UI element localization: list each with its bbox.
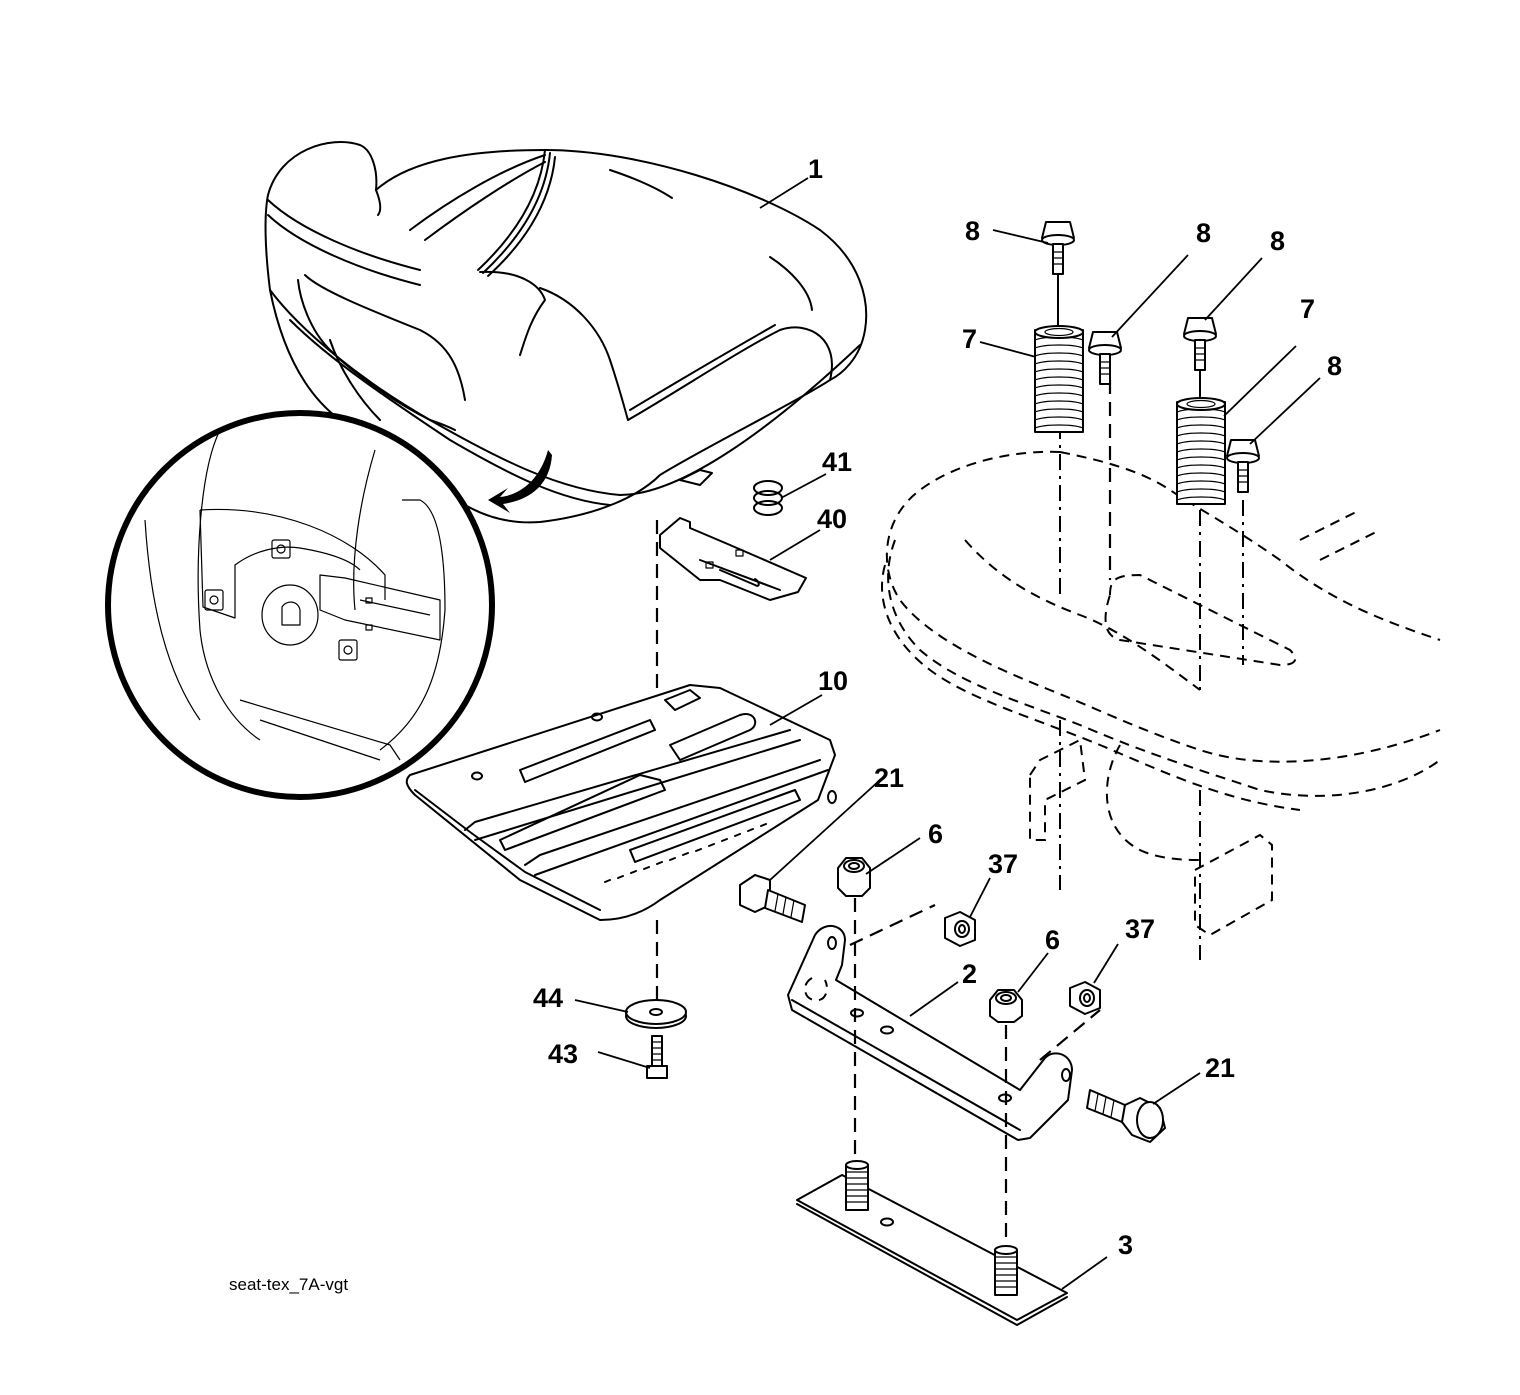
- callout-washer: 44: [533, 983, 563, 1013]
- callout-bolt-b: 8: [1196, 218, 1211, 248]
- bracket-part: [787, 925, 1073, 1141]
- locknut-b-part: [989, 989, 1023, 1023]
- callout-shoulder-bolt-right: 21: [1205, 1053, 1235, 1083]
- small-spring-part: [753, 480, 783, 516]
- stud-right: [994, 1245, 1018, 1296]
- callout-shoulder-bolt-left: 21: [874, 763, 904, 793]
- callout-bolt-a: 8: [965, 216, 980, 246]
- callout-seat: 1: [808, 154, 823, 184]
- callout-bracket: 2: [962, 959, 977, 989]
- stud-left: [845, 1160, 869, 1211]
- callout-stud-plate: 3: [1118, 1230, 1133, 1260]
- callout-nut-b: 37: [1125, 914, 1155, 944]
- leader-lines: [574, 177, 1321, 1290]
- washer-part: [625, 999, 687, 1029]
- callout-spring-b: 7: [1300, 294, 1315, 324]
- locknut-a-part: [837, 857, 871, 897]
- bolt-a-part: [1041, 221, 1075, 275]
- spring-b-part: [1176, 397, 1226, 505]
- detail-arrow-icon: [488, 450, 552, 513]
- nut-a-part: [944, 911, 976, 947]
- drawing-id-caption: seat-tex_7A-vgt: [229, 1275, 349, 1294]
- callout-clip: 40: [817, 504, 847, 534]
- callout-seat-pan: 10: [818, 666, 848, 696]
- adjustment-slots: [604, 823, 767, 883]
- frame-phantom: [881, 450, 1441, 937]
- callout-locknut-a: 6: [928, 819, 943, 849]
- detail-inset: [105, 410, 495, 800]
- callout-spring-a: 7: [962, 324, 977, 354]
- seat-pan-part: [405, 684, 837, 921]
- stud-plate-part: [796, 1160, 1068, 1326]
- callout-bolt-c: 8: [1270, 226, 1285, 256]
- shoulder-bolt-right-part: [1086, 1089, 1166, 1143]
- callout-nut-a: 37: [988, 849, 1018, 879]
- nut-b-part: [1069, 981, 1101, 1015]
- callout-labels: 1 8 8 8 8 7 7 41 40 10 21 6 37 2 6 37 21…: [533, 154, 1342, 1260]
- spring-a-part: [1034, 325, 1084, 433]
- callout-small-spring: 41: [822, 447, 852, 477]
- seat-part: [264, 141, 868, 524]
- callout-locknut-b: 6: [1045, 925, 1060, 955]
- screw-part: [646, 1035, 668, 1079]
- bolt-d-part: [1226, 439, 1260, 493]
- callout-screw: 43: [548, 1039, 578, 1069]
- clip-part: [659, 517, 807, 601]
- shoulder-bolt-left-part: [739, 874, 806, 923]
- callout-bolt-d: 8: [1327, 351, 1342, 381]
- bolt-b-part: [1088, 331, 1122, 385]
- bolt-c-part: [1183, 317, 1217, 371]
